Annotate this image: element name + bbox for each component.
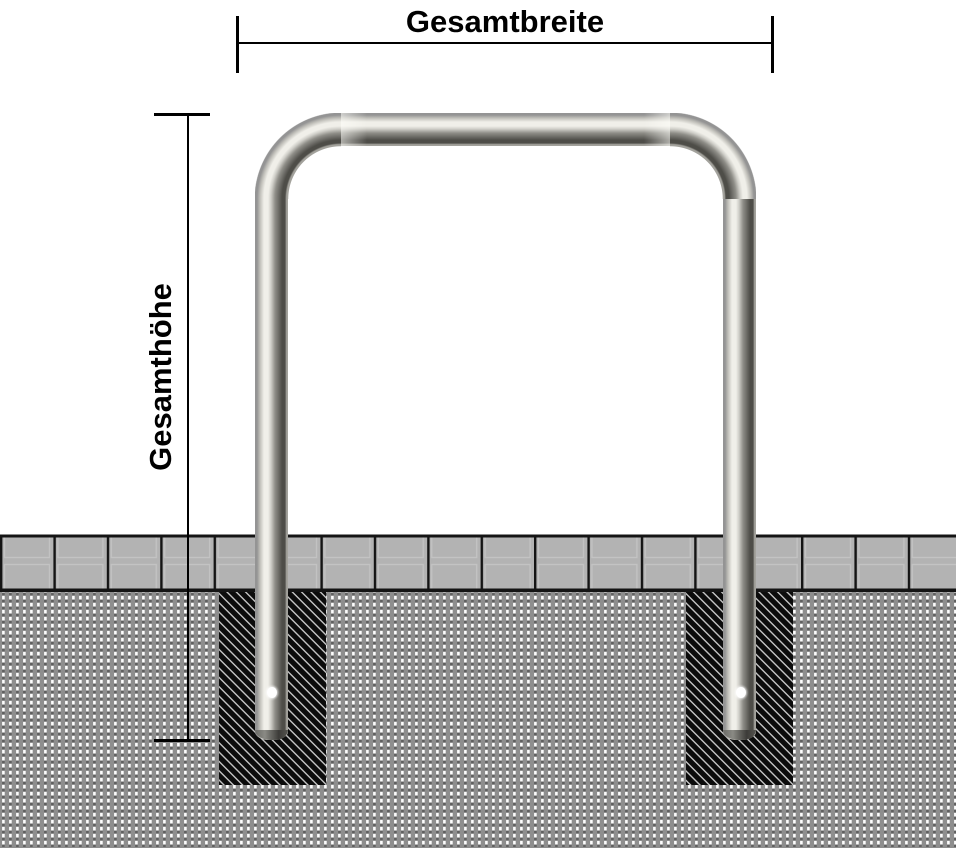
drain-hole-right bbox=[736, 687, 746, 698]
width-dimension-tick-left bbox=[235, 16, 239, 73]
tube-endcap-right bbox=[723, 730, 756, 740]
height-dimension-tick-bottom bbox=[154, 738, 210, 742]
soil-texture bbox=[0, 592, 956, 848]
tube-corner-top-right bbox=[670, 113, 756, 199]
paving-row bbox=[0, 537, 956, 589]
paving-top-border bbox=[0, 534, 956, 538]
tube-weld-highlight-left bbox=[341, 113, 367, 146]
width-dimension-tick-right bbox=[770, 16, 774, 73]
tube-leg-right bbox=[723, 199, 756, 740]
tube-endcap-left bbox=[255, 730, 288, 740]
tube-corner-top-left bbox=[255, 113, 341, 199]
width-dimension-line bbox=[237, 41, 773, 44]
paving-bottom-border bbox=[0, 588, 956, 592]
height-dimension-label: Gesamthöhe bbox=[143, 283, 179, 471]
tube-top-bar bbox=[341, 113, 670, 146]
drain-hole-left bbox=[267, 687, 277, 698]
height-dimension-tick-top bbox=[154, 112, 210, 116]
height-dimension-line bbox=[186, 114, 189, 741]
tube-weld-highlight-right bbox=[644, 113, 670, 146]
width-dimension-label: Gesamtbreite bbox=[405, 4, 605, 39]
tube-leg-left bbox=[255, 199, 288, 740]
